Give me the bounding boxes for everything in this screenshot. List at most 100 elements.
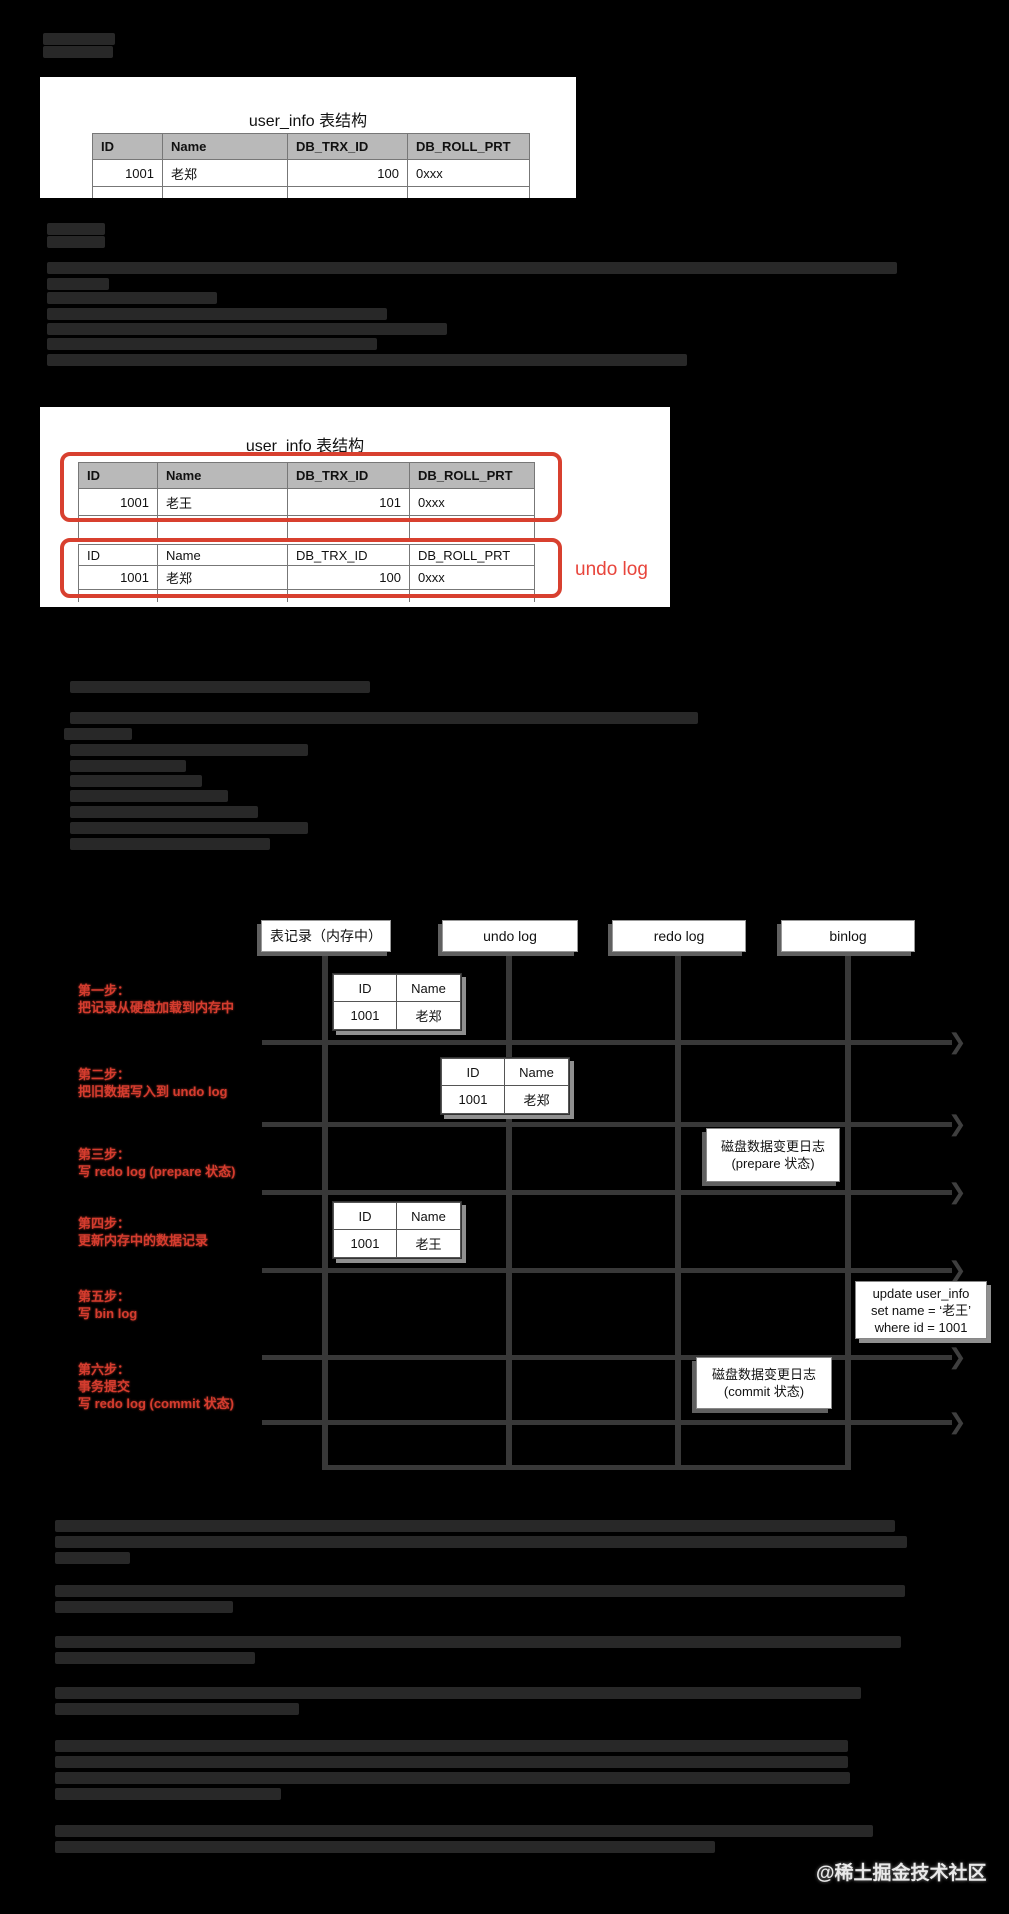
obscured-text-line	[55, 1825, 873, 1837]
obscured-text-line	[47, 354, 687, 366]
table-header-row: ID Name DB_TRX_ID DB_ROLL_PRT	[92, 133, 530, 160]
arrow-right-icon: ❯	[948, 1111, 967, 1136]
obscured-text-line	[55, 1740, 848, 1752]
obscured-text-line	[55, 1703, 299, 1715]
obscured-text-line	[47, 308, 387, 320]
column-header: DB_TRX_ID	[288, 133, 408, 160]
sql-line: where id = 1001	[874, 1319, 968, 1335]
arrow-right-icon: ❯	[948, 1257, 967, 1282]
lane-line-undo	[506, 952, 512, 1470]
obscured-text-line	[47, 292, 217, 304]
obscured-text-line	[64, 728, 132, 740]
step-divider	[262, 1190, 952, 1195]
column-header: ID	[333, 974, 397, 1002]
watermark: @稀土掘金技术社区	[816, 1863, 987, 1884]
table-row: 1001 老郑 100 0xxx	[92, 160, 530, 187]
column-header: Name	[505, 1058, 569, 1086]
cell-name: 老郑	[397, 1002, 461, 1030]
undo-record-table: ID Name DB_TRX_ID DB_ROLL_PRT 1001 老郑 10…	[78, 544, 535, 602]
obscured-text-line	[70, 806, 258, 818]
obscured-text-line	[55, 1552, 130, 1564]
lane-label: redo log	[653, 928, 705, 944]
column-header: Name	[397, 1202, 461, 1230]
lane-line-redo	[675, 952, 681, 1470]
cell-id: 1001	[78, 566, 158, 590]
table-row: 1001 老郑 100 0xxx	[78, 566, 535, 590]
column-header: Name	[397, 974, 461, 1002]
redo-prepare-box: 磁盘数据变更日志 (prepare 状态)	[706, 1128, 840, 1182]
user-info-table: ID Name DB_TRX_ID DB_ROLL_PRT 1001 老郑 10…	[92, 133, 530, 198]
cell-id: 1001	[92, 160, 163, 187]
step-label-1: 第一步：把记录从硬盘加载到内存中	[78, 983, 235, 1015]
lane-label: binlog	[829, 928, 867, 944]
column-header: DB_ROLL_PRT	[408, 133, 530, 160]
step-divider	[262, 1355, 952, 1360]
obscured-text-line	[55, 1788, 281, 1800]
arrow-right-icon: ❯	[948, 1029, 967, 1054]
cell-id: 1001	[333, 1230, 397, 1258]
cell-roll: 0xxx	[410, 566, 535, 590]
table-header-row: ID Name DB_TRX_ID DB_ROLL_PRT	[78, 462, 535, 489]
step-label-5: 第五步：写 bin log	[78, 1289, 138, 1321]
note-line: 磁盘数据变更日志	[711, 1367, 816, 1382]
step-label-3: 第三步：写 redo log (prepare 状态)	[78, 1147, 236, 1179]
column-header: Name	[158, 462, 288, 489]
note-line: (prepare 状态)	[731, 1156, 815, 1171]
table-row: 1001 老王 101 0xxx	[78, 489, 535, 516]
obscured-text-line	[70, 760, 186, 772]
table-header-row: ID Name DB_TRX_ID DB_ROLL_PRT	[78, 544, 535, 566]
cell-id: 1001	[333, 1002, 397, 1030]
step-label-6: 第六步：事务提交写 redo log (commit 状态)	[78, 1362, 235, 1411]
step-label-2: 第二步：把旧数据写入到 undo log	[78, 1067, 228, 1099]
lane-label: 表记录（内存中）	[270, 928, 382, 944]
obscured-text-line	[47, 236, 105, 248]
cell-name: 老郑	[158, 566, 288, 590]
cell-trx: 100	[288, 566, 410, 590]
obscured-text-line	[43, 33, 115, 45]
cell-name: 老王	[158, 489, 288, 516]
lane-header-binlog: binlog	[781, 920, 915, 952]
obscured-text-line	[70, 712, 698, 724]
figure-title: user_info 表结构	[245, 438, 365, 455]
column-header: ID	[78, 462, 158, 489]
lane-header-undo: undo log	[442, 920, 578, 952]
lane-header-memory: 表记录（内存中）	[261, 920, 391, 952]
obscured-text-line	[70, 822, 308, 834]
cell-trx: 101	[288, 489, 410, 516]
lane-label: undo log	[483, 928, 537, 944]
lane-line-memory	[322, 952, 328, 1470]
column-header: DB_TRX_ID	[288, 462, 410, 489]
note-line: (commit 状态)	[723, 1384, 805, 1399]
obscured-text-line	[70, 790, 228, 802]
step-divider	[262, 1420, 952, 1425]
arrow-right-icon: ❯	[948, 1344, 967, 1369]
sql-line: set name = ‘老王’	[870, 1302, 972, 1318]
cell-trx: 100	[288, 160, 408, 187]
undo-log-label: undo log	[575, 559, 648, 580]
arrow-right-icon: ❯	[948, 1409, 967, 1434]
column-header: ID	[92, 133, 163, 160]
obscured-text-line	[55, 1652, 255, 1664]
obscured-text-line	[55, 1636, 901, 1648]
obscured-text-line	[55, 1520, 895, 1532]
figure-user-info-initial: user_info 表结构 ID Name DB_TRX_ID DB_ROLL_…	[40, 77, 576, 198]
column-header: DB_TRX_ID	[288, 544, 410, 566]
highlight-current-record	[60, 452, 562, 522]
obscured-text-line	[55, 1601, 233, 1613]
column-header: Name	[158, 544, 288, 566]
obscured-text-line	[55, 1585, 905, 1597]
highlight-undo-record	[60, 538, 562, 598]
obscured-text-line	[55, 1772, 850, 1784]
obscured-text-line	[47, 223, 105, 235]
obscured-text-line	[70, 681, 370, 693]
column-header: ID	[441, 1058, 505, 1086]
step-divider	[262, 1122, 952, 1127]
column-header: ID	[333, 1202, 397, 1230]
undo-record-table-step2: ID Name 1001 老郑	[440, 1057, 570, 1115]
step-divider	[262, 1268, 952, 1273]
redo-commit-box: 磁盘数据变更日志 (commit 状态)	[696, 1357, 832, 1409]
timeline-bottom-line	[322, 1465, 851, 1470]
cell-id: 1001	[441, 1086, 505, 1114]
memory-record-table-step1: ID Name 1001 老郑	[332, 973, 462, 1031]
cell-roll: 0xxx	[408, 160, 530, 187]
